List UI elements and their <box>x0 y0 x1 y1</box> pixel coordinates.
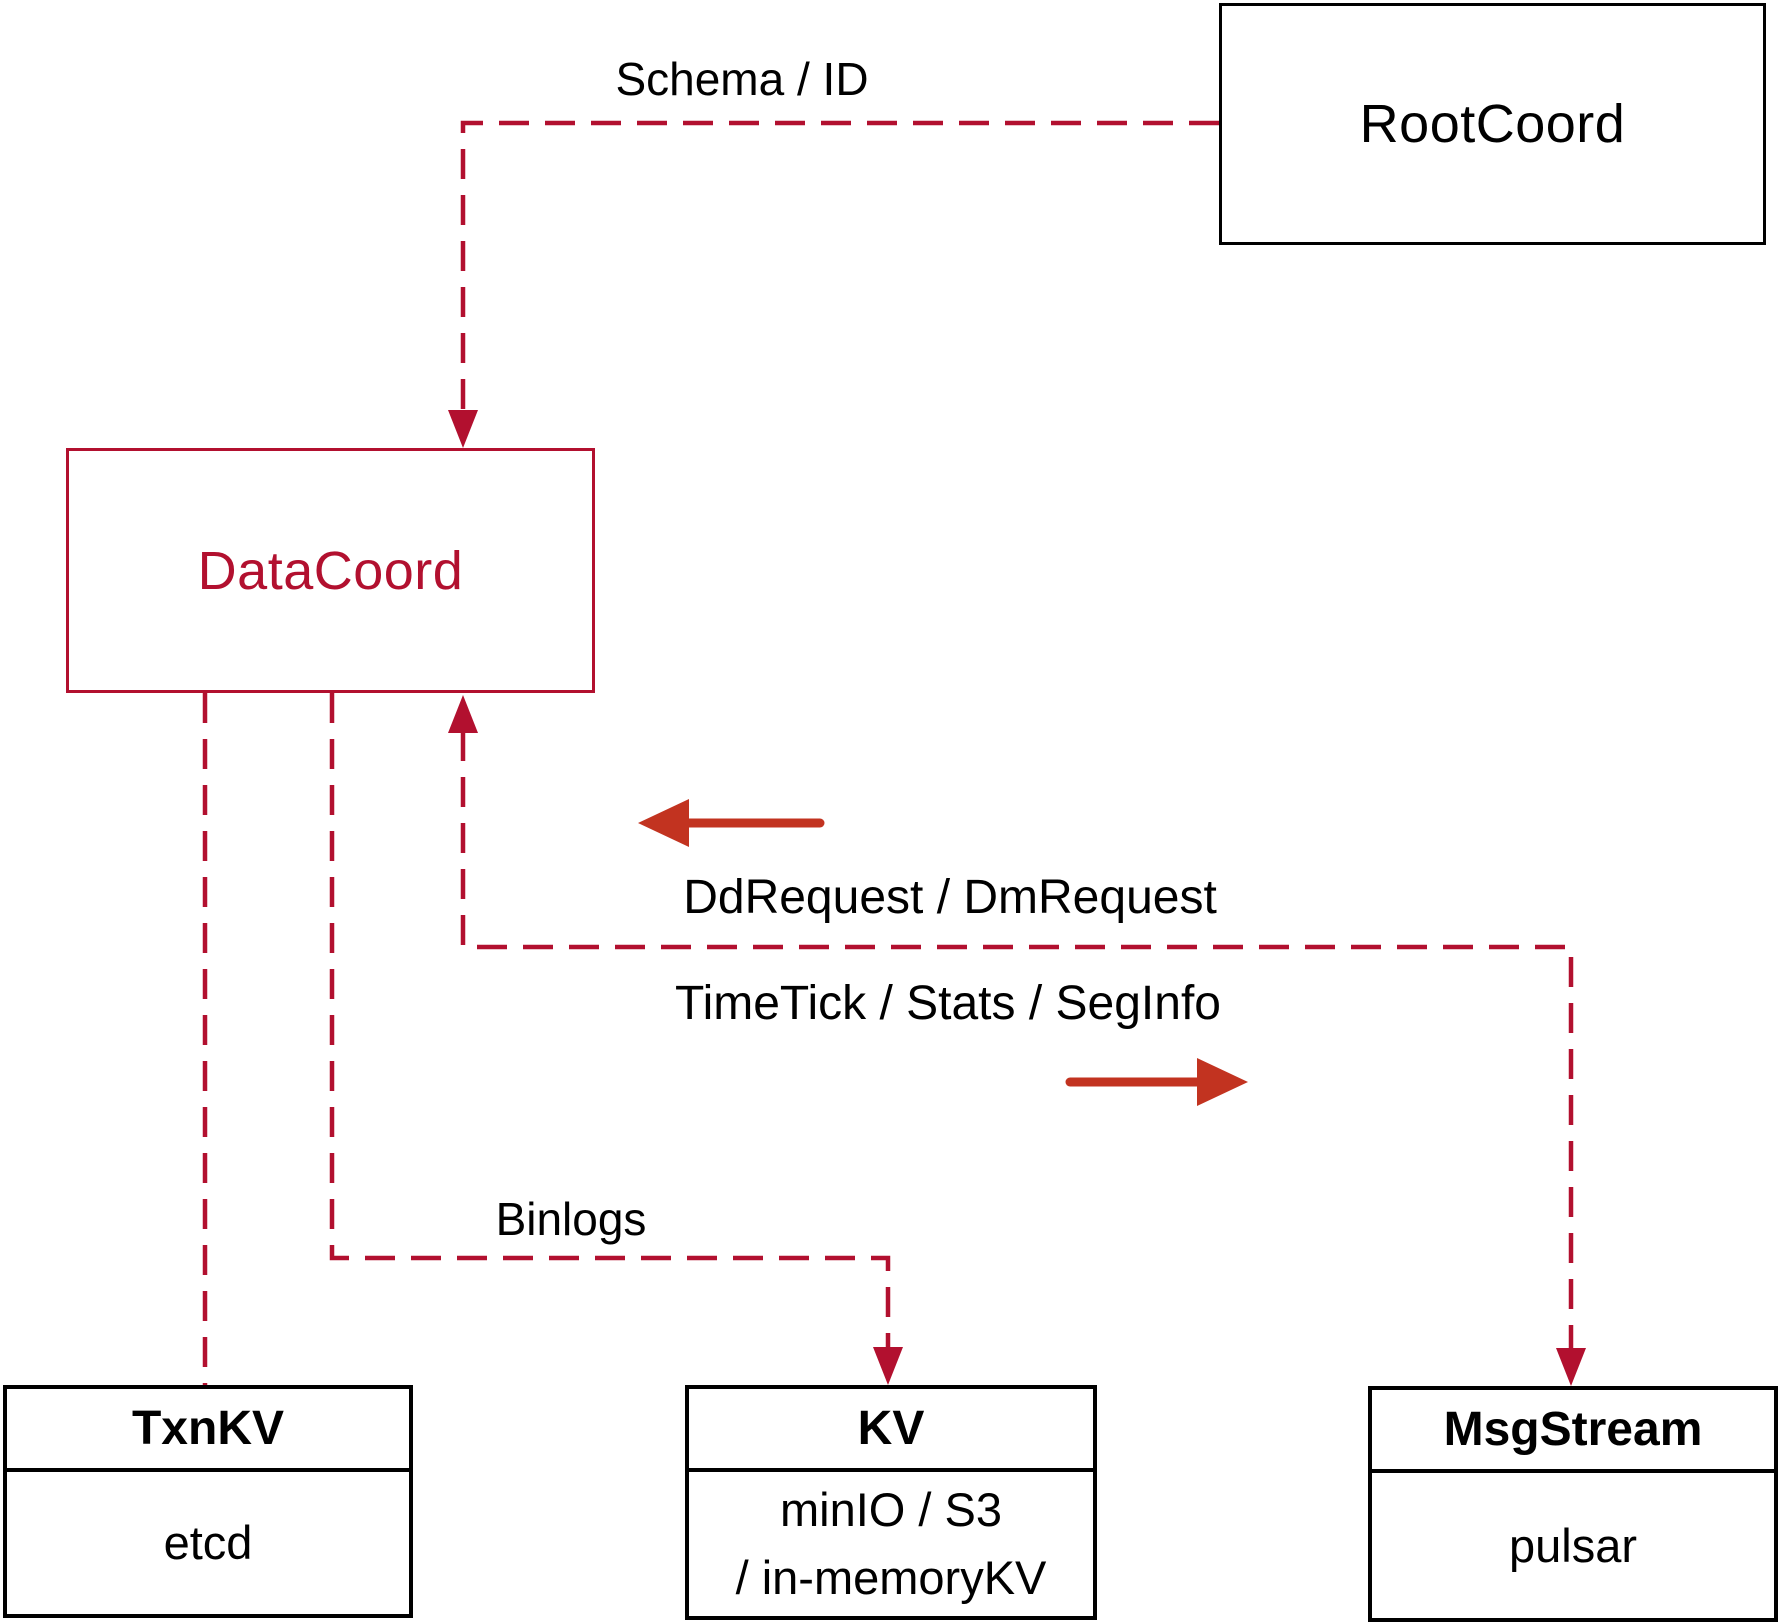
edge-msgstream-datacoord <box>460 731 1574 1349</box>
node-datacoord: DataCoord <box>66 448 595 693</box>
node-msgstream: MsgStream pulsar <box>1368 1386 1778 1622</box>
datacoord-label: DataCoord <box>197 540 464 601</box>
left-arrow-head-icon <box>638 799 689 847</box>
arrowhead-into-kv-icon <box>873 1347 903 1385</box>
txnkv-title: TxnKV <box>7 1389 409 1472</box>
arrowhead-into-msgstream-icon <box>1556 1348 1586 1386</box>
arrowhead-into-datacoord-bottom-icon <box>448 695 478 733</box>
edge-label-ddrequest: DdRequest / DmRequest <box>683 871 1217 924</box>
node-rootcoord: RootCoord <box>1219 3 1766 245</box>
edge-label-timetick: TimeTick / Stats / SegInfo <box>675 977 1221 1030</box>
kv-title: KV <box>689 1389 1093 1472</box>
rootcoord-label: RootCoord <box>1359 94 1626 154</box>
edge-label-schema-id: Schema / ID <box>615 53 869 105</box>
msgstream-title: MsgStream <box>1372 1390 1774 1473</box>
kv-body: minIO / S3 / in-memoryKV <box>689 1472 1093 1616</box>
edge-schema-id <box>460 120 1219 436</box>
right-arrow-head-icon <box>1197 1058 1248 1106</box>
kv-body-line2: / in-memoryKV <box>735 1551 1047 1604</box>
edge-label-binlogs: Binlogs <box>495 1193 647 1245</box>
kv-body-line1: minIO / S3 <box>779 1483 1002 1536</box>
arrowhead-into-datacoord-top-icon <box>448 410 478 448</box>
txnkv-body: etcd <box>163 1516 253 1569</box>
node-kv: KV minIO / S3 / in-memoryKV <box>685 1385 1097 1620</box>
node-txnkv: TxnKV etcd <box>3 1385 413 1618</box>
msgstream-body: pulsar <box>1508 1518 1637 1572</box>
